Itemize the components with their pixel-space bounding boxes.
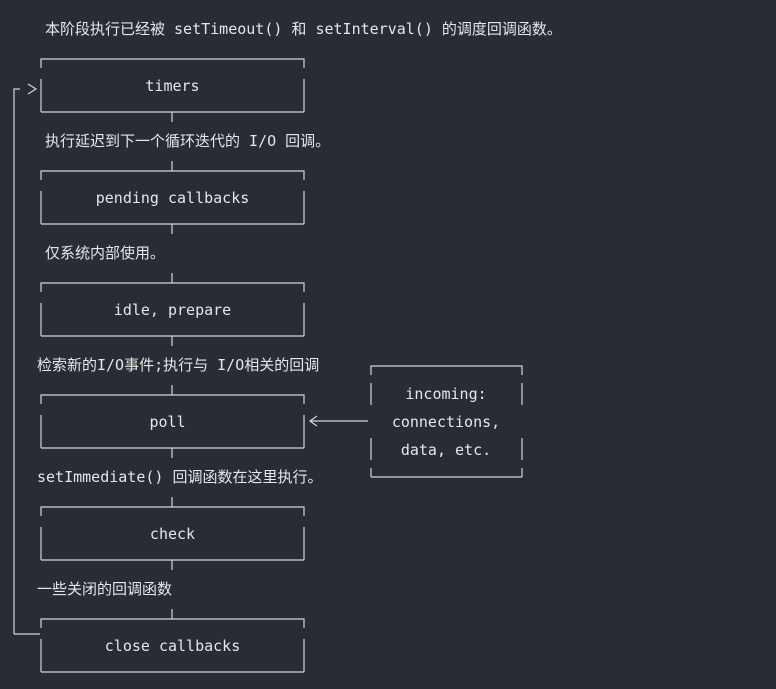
phase-label-pending: pending callbacks [95,189,250,207]
phase-label-timers: timers [145,77,200,95]
incoming-label-1: incoming: [405,385,487,403]
annotation-timers: 本阶段执行已经被 setTimeout() 和 setInterval() 的调… [45,20,562,38]
phase-label-close: close callbacks [104,637,241,655]
annotation-pending: 执行延迟到下一个循环迭代的 I/O 回调。 [45,132,331,150]
annotation-idle: 仅系统内部使用。 [45,244,166,262]
annotation-close: 一些关闭的回调函数 [37,580,173,598]
loop-back-line [13,83,40,635]
phase-label-idle: idle, prepare [113,301,232,319]
phase-label-poll: poll [149,413,186,431]
phase-label-check: check [149,525,196,543]
incoming-label-3: data, etc. [400,441,492,459]
incoming-label-2: connections, [391,413,501,431]
incoming-to-poll-arrow [308,415,368,427]
annotation-poll: 检索新的I/O事件;执行与 I/O相关的回调 [37,356,320,374]
annotation-check: setImmediate() 回调函数在这里执行。 [37,468,323,486]
incoming-box-frame [370,365,523,478]
